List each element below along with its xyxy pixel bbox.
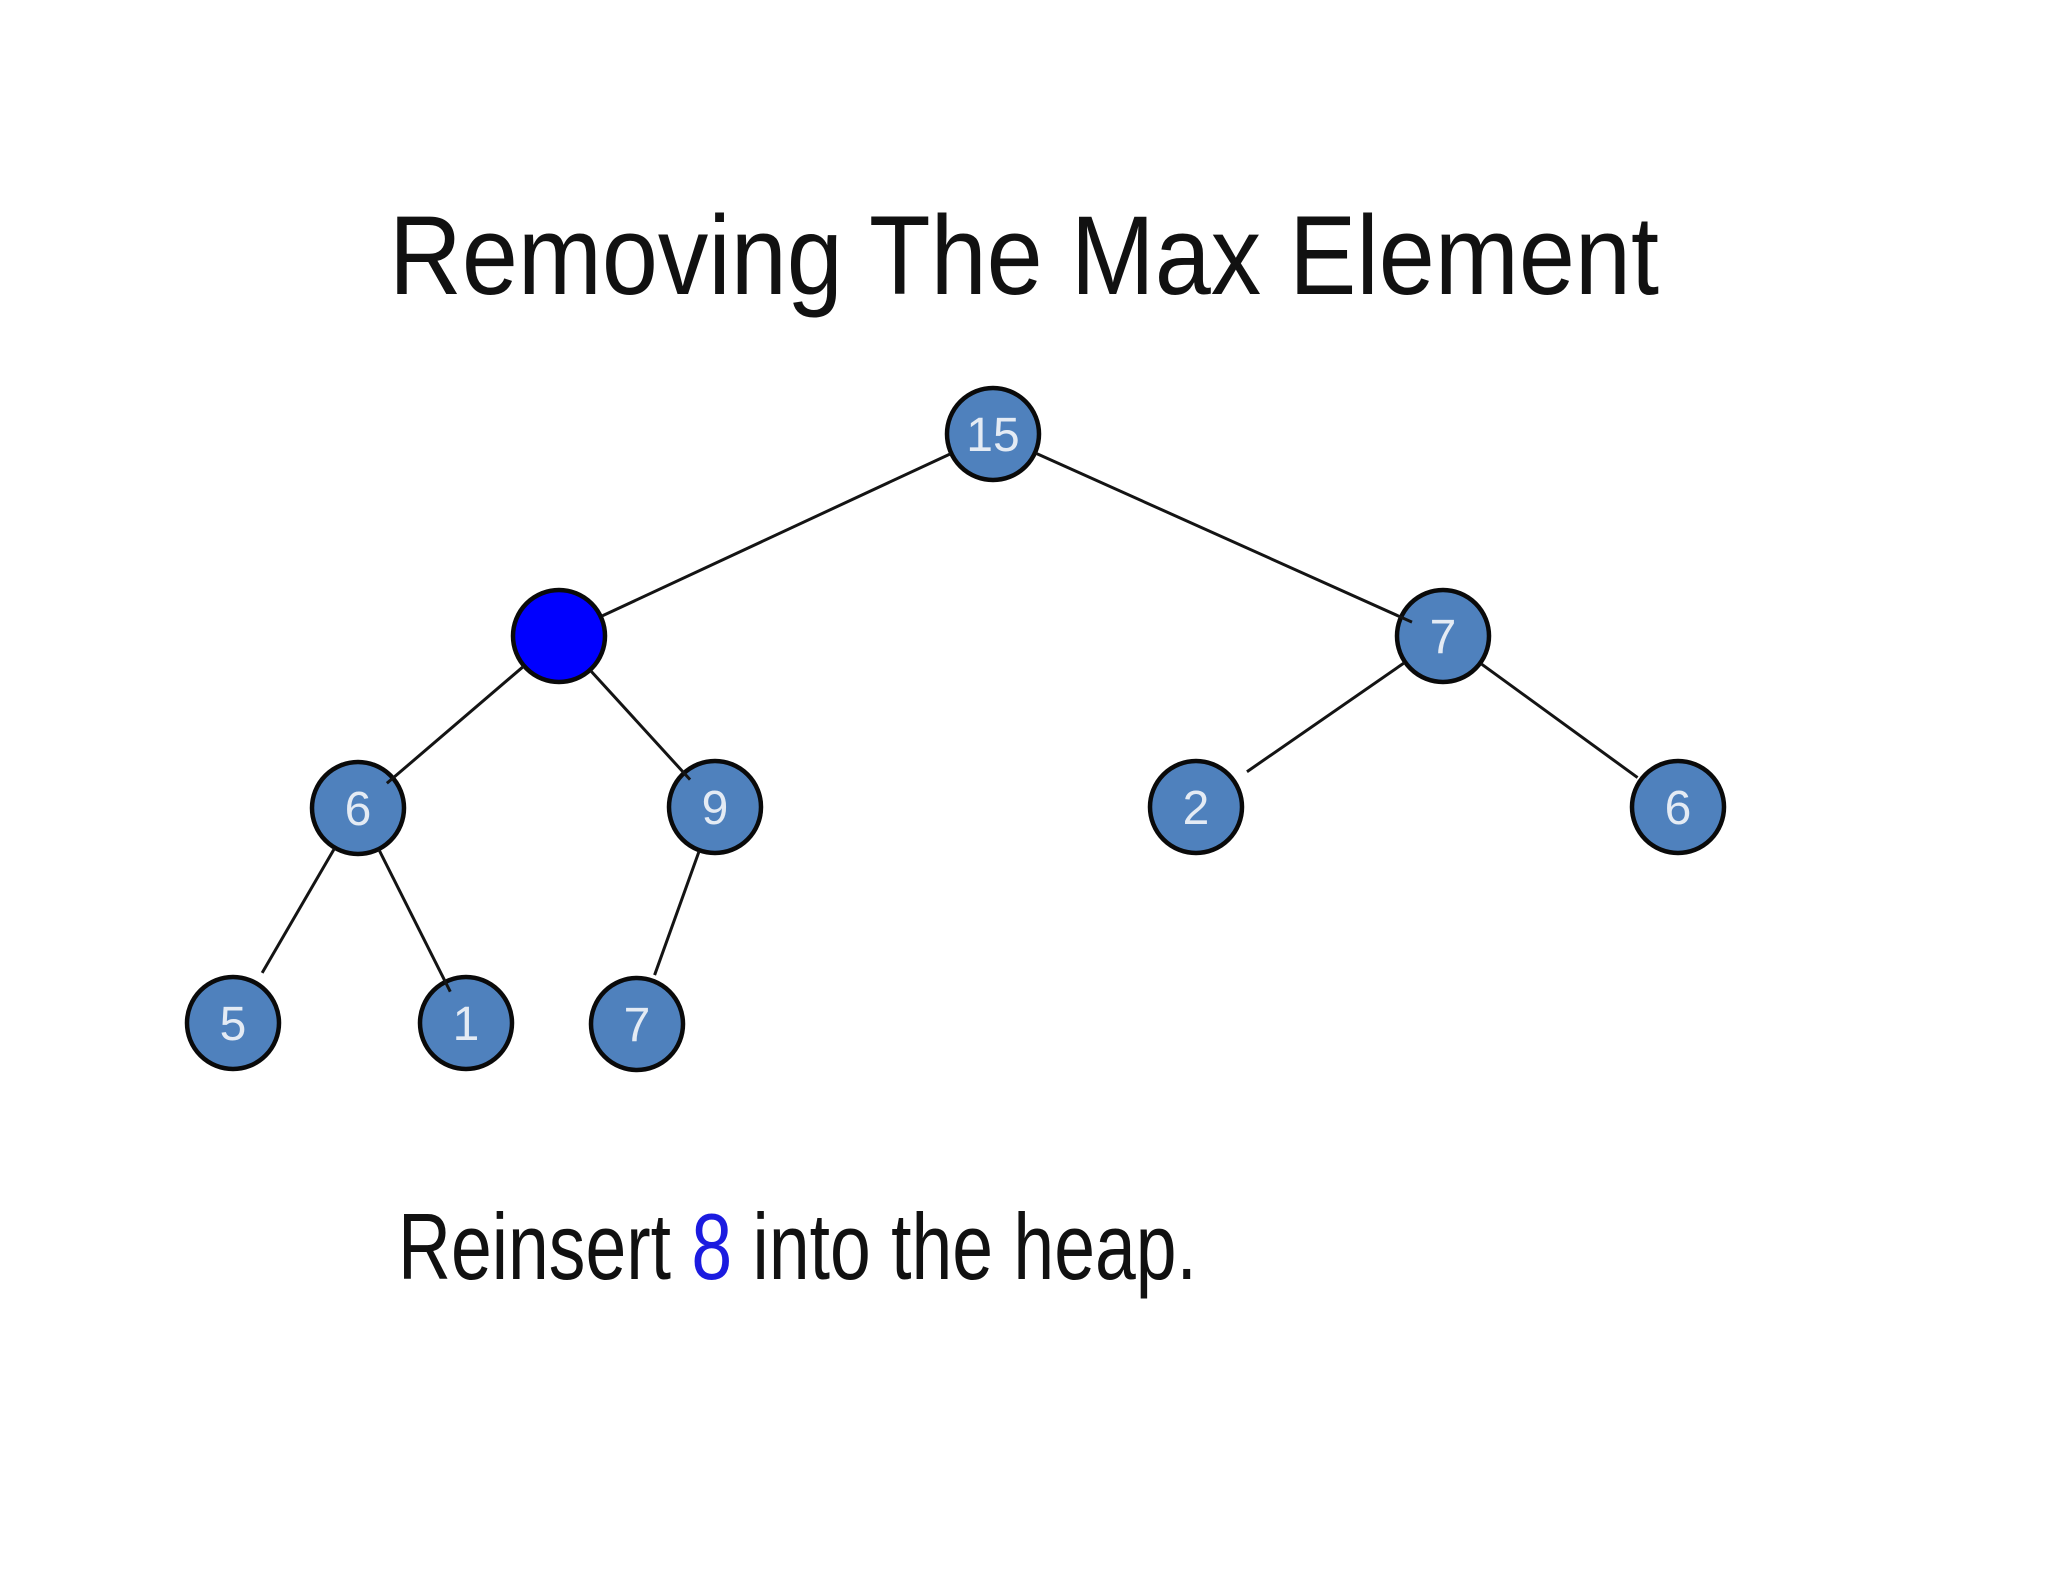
node-circle: [1147, 758, 1245, 856]
tree-edge: [1246, 661, 1406, 773]
heap-node-6: 6: [309, 759, 407, 857]
heap-node-6: 6: [1629, 758, 1727, 856]
node-value: 5: [220, 998, 247, 1051]
node-circle: [309, 759, 407, 857]
node-value: 1: [453, 998, 480, 1051]
node-circle: [588, 975, 686, 1073]
caption-prefix: Reinsert: [398, 1194, 692, 1299]
tree-edge: [589, 669, 692, 781]
heap-node-7: 7: [1394, 587, 1492, 685]
caption-highlight-number: 8: [691, 1194, 733, 1299]
tree-edge: [1035, 451, 1413, 624]
node-circle: [184, 974, 282, 1072]
tree-edge: [653, 850, 701, 976]
tree-edge: [260, 847, 336, 974]
node-circle: [1394, 587, 1492, 685]
tree-edge: [385, 665, 525, 785]
node-circle: [944, 385, 1042, 483]
heap-node-1: 1: [417, 974, 515, 1072]
node-circle: [1629, 758, 1727, 856]
node-value: 6: [345, 783, 372, 836]
node-value: 9: [702, 782, 729, 835]
node-value: 7: [624, 999, 651, 1052]
node-circle: [666, 758, 764, 856]
node-value: 15: [966, 409, 1019, 462]
slide-title: Removing The Max Element: [389, 193, 1659, 318]
heap-node-7: 7: [588, 975, 686, 1073]
heap-node-15: 15: [944, 385, 1042, 483]
node-circle: [510, 587, 608, 685]
heap-node-highlighted: [510, 587, 608, 685]
heap-node-9: 9: [666, 758, 764, 856]
heap-node-2: 2: [1147, 758, 1245, 856]
node-circle: [417, 974, 515, 1072]
node-value: 2: [1183, 782, 1210, 835]
tree-edge: [377, 849, 452, 993]
caption: Reinsert 8 into the heap.: [398, 1200, 1197, 1294]
node-value: 7: [1430, 611, 1457, 664]
tree-edge: [1480, 662, 1639, 779]
caption-suffix: into the heap.: [732, 1194, 1197, 1299]
tree-edge: [601, 452, 952, 618]
node-value: 6: [1665, 782, 1692, 835]
heap-node-5: 5: [184, 974, 282, 1072]
